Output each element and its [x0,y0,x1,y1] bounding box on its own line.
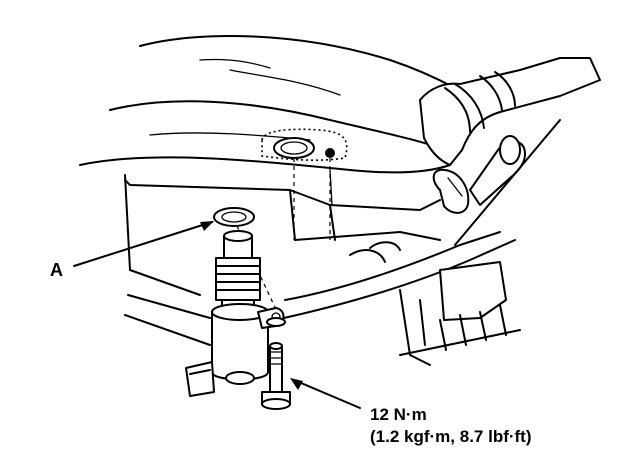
torque-spec-nm: 12 N·m [370,405,427,424]
callout-leaders [73,221,361,409]
mounting-bolt [261,317,291,410]
coolant-hose [419,57,601,246]
bracket-assembly [349,241,521,366]
solenoid-valve [185,230,285,397]
torque-spec-alt: (1.2 kgf·m, 8.7 lbf·ft) [370,427,532,446]
o-ring [213,207,255,227]
callout-label-a: A [50,260,63,280]
